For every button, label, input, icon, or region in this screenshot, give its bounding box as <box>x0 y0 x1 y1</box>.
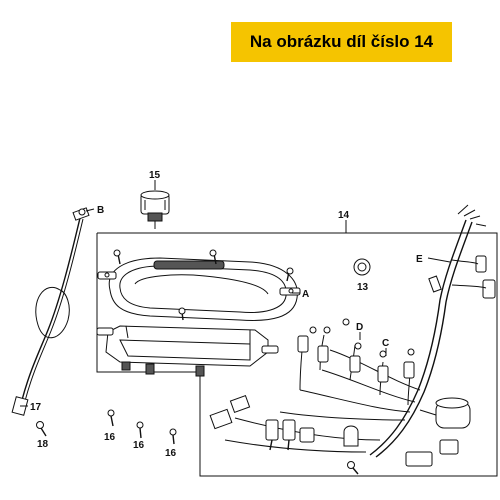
callout-16-c: 16 <box>165 448 177 459</box>
callout-14: 14 <box>338 210 350 221</box>
part-15-switch <box>140 190 170 229</box>
callout-E: E <box>416 254 423 265</box>
callout-18: 18 <box>37 439 49 450</box>
meter-lower-housing <box>96 325 279 377</box>
leader-E <box>427 257 451 263</box>
callout-15: 15 <box>149 170 161 181</box>
meter-upper-housing <box>97 257 301 321</box>
part-number-banner: Na obrázku díl číslo 14 <box>231 22 452 62</box>
part-16-screw-b <box>136 421 144 439</box>
leader-B <box>85 208 95 212</box>
housing-screws <box>113 249 294 321</box>
callout-D: D <box>356 322 363 333</box>
wiring-harness <box>209 204 496 475</box>
callout-C: C <box>382 338 389 349</box>
part-13-ring <box>353 258 371 276</box>
part-16-screw-a <box>107 409 115 427</box>
part-16-screw-c <box>169 428 177 445</box>
callout-B: B <box>97 205 104 216</box>
callout-17: 17 <box>30 402 42 413</box>
callout-13: 13 <box>357 282 369 293</box>
assembly-frame <box>96 232 498 477</box>
speedometer-cable <box>11 207 90 416</box>
callout-16-b: 16 <box>133 440 145 451</box>
callout-A: A <box>302 289 309 300</box>
callout-16-a: 16 <box>104 432 116 443</box>
part-18-screw <box>36 421 47 437</box>
